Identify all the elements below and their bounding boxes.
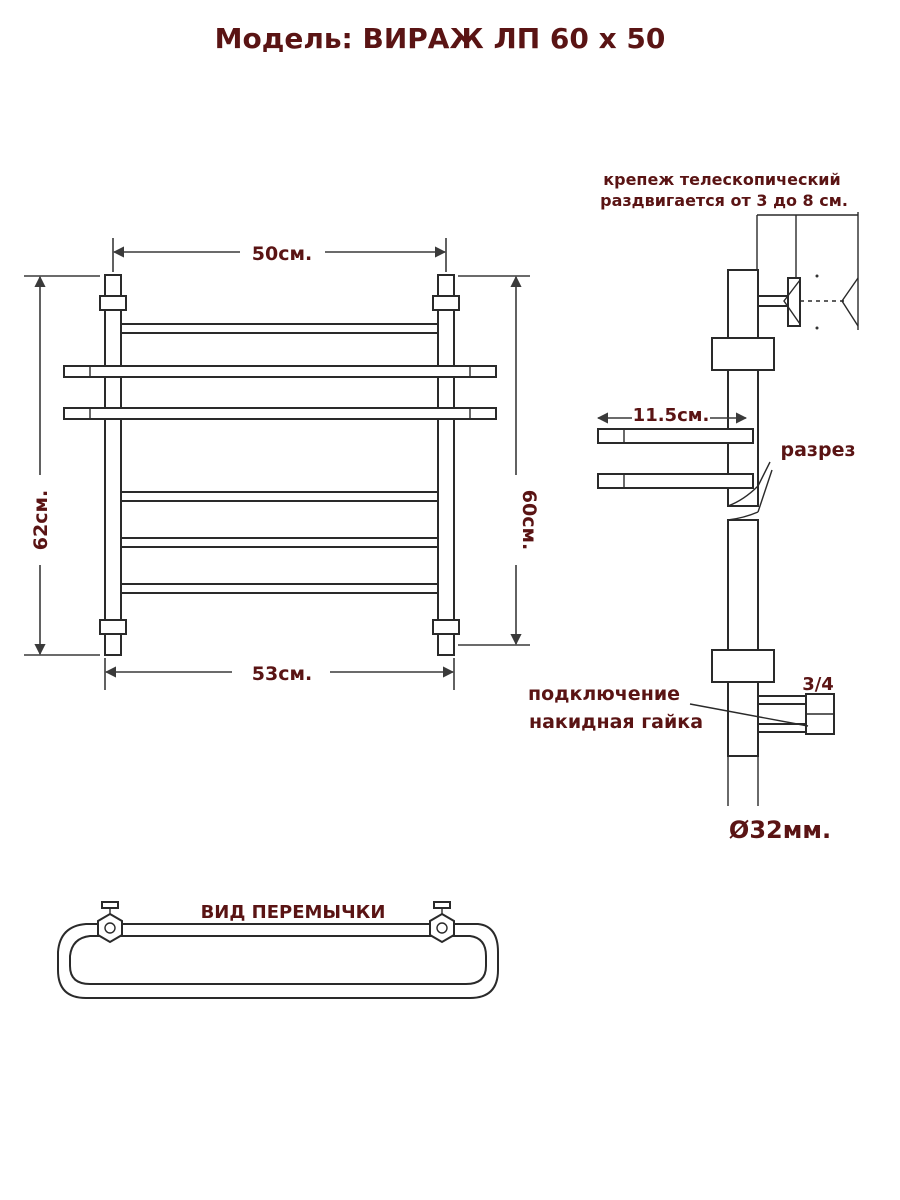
height-right-label: 60см. <box>518 490 540 550</box>
bridge-view: ВИД ПЕРЕМЫЧКИ <box>57 901 499 999</box>
shelf-side-lower <box>597 473 754 489</box>
bridge-rail <box>111 923 443 937</box>
top-right-bracket <box>432 295 460 311</box>
side-pipe-upper <box>727 269 759 507</box>
nut-left-icon <box>97 912 123 944</box>
right-vertical-pipe <box>437 274 455 656</box>
bridge-view-label: ВИД ПЕРЕМЫЧКИ <box>201 902 386 923</box>
side-clamp-bottom <box>711 649 775 683</box>
bottom-left-bracket <box>99 619 127 635</box>
connection-label-line2: накидная гайка <box>529 711 703 733</box>
connection-leader <box>689 703 809 727</box>
connection-label-line1: подключение <box>528 683 680 705</box>
mount-note-line1: крепеж телескопический <box>603 170 840 189</box>
page-title: Модель: ВИРАЖ ЛП 60 х 50 <box>215 22 666 55</box>
mount-note-line2: раздвигается от 3 до 8 см. <box>600 191 848 210</box>
side-clamp-top <box>711 337 775 371</box>
nut-right-icon <box>429 912 455 944</box>
cut-line-bottom <box>727 511 759 521</box>
rung <box>120 537 439 548</box>
rung <box>120 323 439 334</box>
rung <box>120 491 439 502</box>
width-bottom-label: 53см. <box>252 663 312 685</box>
rung <box>120 583 439 594</box>
shelf-side-upper <box>597 428 754 444</box>
left-vertical-pipe <box>104 274 122 656</box>
top-left-bracket <box>99 295 127 311</box>
fitting-stub-top <box>757 695 809 705</box>
height-left-label: 62см. <box>30 490 52 550</box>
shelf-bar-lower <box>63 407 497 420</box>
mount-plate <box>787 277 801 327</box>
front-view: 50см. 53см. 62см. 60см. <box>24 238 540 690</box>
cut-line-top <box>727 485 759 507</box>
bolt-head-left <box>101 901 119 909</box>
width-top-label: 50см. <box>252 243 312 265</box>
bolt-head-right <box>433 901 451 909</box>
bridge-bracket-inner <box>69 935 487 985</box>
cut-label: разрез <box>781 439 856 461</box>
pipe-diameter-label: Ø32мм. <box>729 816 831 844</box>
side-pipe-lower <box>727 519 759 757</box>
bottom-right-bracket <box>432 619 460 635</box>
shelf-bar-upper <box>63 365 497 378</box>
side-view: крепеж телескопический раздвигается от 3… <box>528 170 859 844</box>
shelf-depth-label: 11.5см. <box>633 405 710 426</box>
thread-size-label: 3/4 <box>802 674 834 695</box>
